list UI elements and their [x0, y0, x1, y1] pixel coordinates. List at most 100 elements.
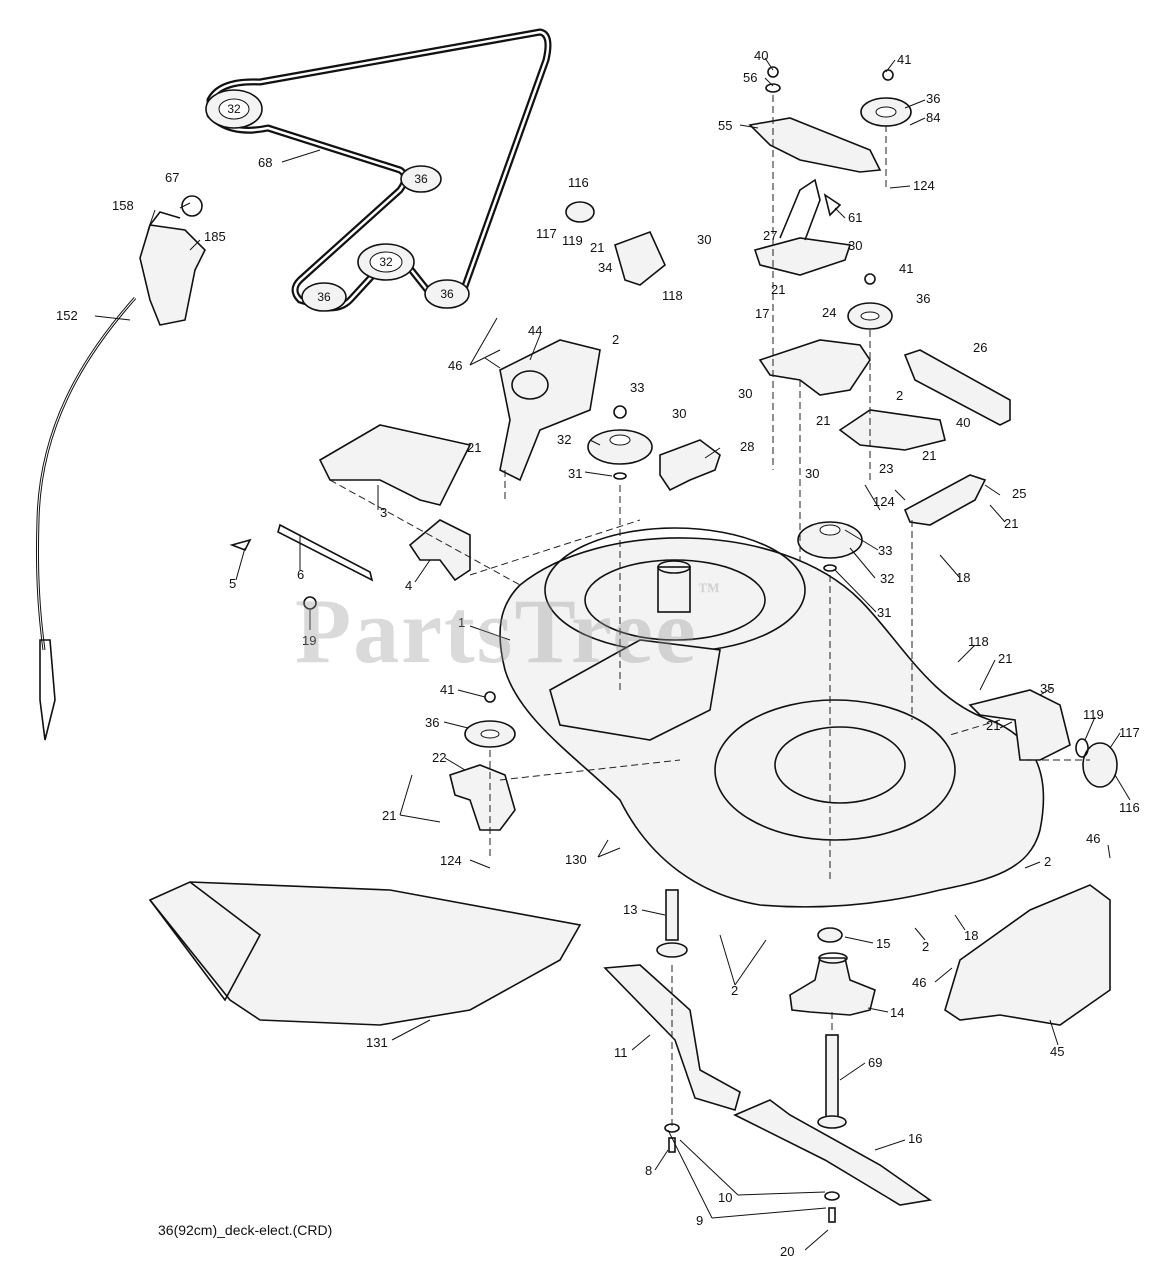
callout-158: 158	[112, 198, 134, 213]
blade-11	[603, 964, 741, 1112]
callout-25: 25	[1012, 486, 1026, 501]
spindle-13	[656, 889, 688, 958]
watermark-trademark: ™	[697, 578, 722, 603]
bracket-35	[968, 689, 1118, 788]
callout-10: 10	[718, 1190, 732, 1205]
discharge-chute-131	[148, 881, 582, 1026]
callout-30: 30	[848, 238, 862, 253]
pulley-label: 36	[440, 287, 454, 301]
callout-31: 31	[568, 466, 582, 481]
callout-117: 117	[536, 226, 557, 241]
callout-46: 46	[1086, 831, 1100, 846]
watermark-text: PartsTree	[295, 580, 698, 682]
callout-33: 33	[630, 380, 644, 395]
deflector-45	[944, 884, 1111, 1026]
callout-17: 17	[755, 306, 769, 321]
pulley-36-low	[464, 691, 516, 748]
callout-45: 45	[1050, 1044, 1064, 1059]
callout-21: 21	[922, 448, 936, 463]
link-6	[277, 523, 374, 582]
height-lever-assembly	[35, 195, 206, 741]
callout-124: 124	[440, 853, 462, 868]
bracket-3	[318, 424, 472, 506]
deck-housing	[499, 527, 1045, 908]
callout-41: 41	[899, 261, 913, 276]
callout-40: 40	[956, 415, 970, 430]
deck-spindle-post	[657, 566, 691, 613]
callout-119: 119	[562, 233, 583, 248]
callout-55: 55	[718, 118, 732, 133]
bracket-27	[753, 178, 852, 276]
callout-69: 69	[868, 1055, 882, 1070]
callout-46: 46	[448, 358, 462, 373]
small-idler-assembly	[565, 201, 666, 286]
discharge-tunnel	[549, 639, 721, 741]
callout-28: 28	[740, 439, 754, 454]
pulley-label: 36	[414, 172, 428, 186]
assembly-lines	[329, 95, 1090, 1128]
belt-guide-44	[499, 339, 601, 482]
callout-68: 68	[258, 155, 272, 170]
pulley-label: 32	[227, 102, 241, 116]
callout-19: 19	[302, 633, 316, 648]
callout-33: 33	[878, 543, 892, 558]
belt-pulley-36-bottom-right: 36	[424, 279, 470, 309]
callout-46: 46	[912, 975, 926, 990]
bearing-15	[817, 927, 843, 943]
callout-21: 21	[467, 440, 481, 455]
callout-32: 32	[557, 432, 571, 447]
bracket-25	[903, 474, 987, 526]
callout-9: 9	[696, 1213, 703, 1228]
callout-30: 30	[738, 386, 752, 401]
lever-knob	[181, 195, 203, 217]
callout-2: 2	[922, 939, 929, 954]
callout-21: 21	[1004, 516, 1018, 531]
callout-21: 21	[590, 240, 604, 255]
callout-116: 116	[568, 175, 589, 190]
callout-21: 21	[816, 413, 830, 428]
diagram-caption: 36(92cm)_deck-elect.(CRD)	[158, 1222, 333, 1238]
callout-labels: 40 41 56 36 84 55 124 61 30 27 30 41 36 …	[56, 48, 1140, 1259]
idler-arm-55	[748, 66, 912, 173]
bracket-26	[903, 349, 1011, 426]
callout-36: 36	[916, 291, 930, 306]
belt-pulley-32-center: 32	[357, 243, 415, 281]
belt-pulley-32-top: 32	[205, 89, 263, 129]
callout-61: 61	[848, 210, 862, 225]
callout-13: 13	[623, 902, 637, 917]
callout-18: 18	[964, 928, 978, 943]
callout-56: 56	[743, 70, 757, 85]
right-blade-well	[714, 699, 956, 841]
callout-119: 119	[1083, 707, 1104, 722]
bolt-19	[303, 596, 317, 610]
callout-15: 15	[876, 936, 890, 951]
callout-31: 31	[877, 605, 891, 620]
leader-lines	[94, 57, 1131, 1251]
pulley-label: 32	[379, 255, 393, 269]
callout-32: 32	[880, 571, 894, 586]
callout-4: 4	[405, 578, 412, 593]
deck-shell	[499, 537, 1045, 908]
callout-2: 2	[1044, 854, 1051, 869]
callout-8: 8	[645, 1163, 652, 1178]
callout-117: 117	[1119, 725, 1140, 740]
callout-21: 21	[382, 808, 396, 823]
callout-21: 21	[998, 651, 1012, 666]
callout-26: 26	[973, 340, 987, 355]
bracket-23	[838, 409, 946, 451]
pulley-36-mid	[847, 273, 893, 330]
callout-124: 124	[873, 494, 895, 509]
callout-24: 24	[822, 305, 836, 320]
callout-152: 152	[56, 308, 78, 323]
callout-118: 118	[968, 634, 989, 649]
callout-130: 130	[565, 852, 587, 867]
callout-116: 116	[1119, 800, 1140, 815]
callout-67: 67	[165, 170, 179, 185]
clip-5	[229, 538, 252, 552]
callout-34: 34	[598, 260, 612, 275]
callout-35: 35	[1040, 681, 1054, 696]
bracket-4	[408, 519, 471, 582]
gauge-wheel	[1082, 742, 1118, 788]
callout-124: 124	[913, 178, 935, 193]
